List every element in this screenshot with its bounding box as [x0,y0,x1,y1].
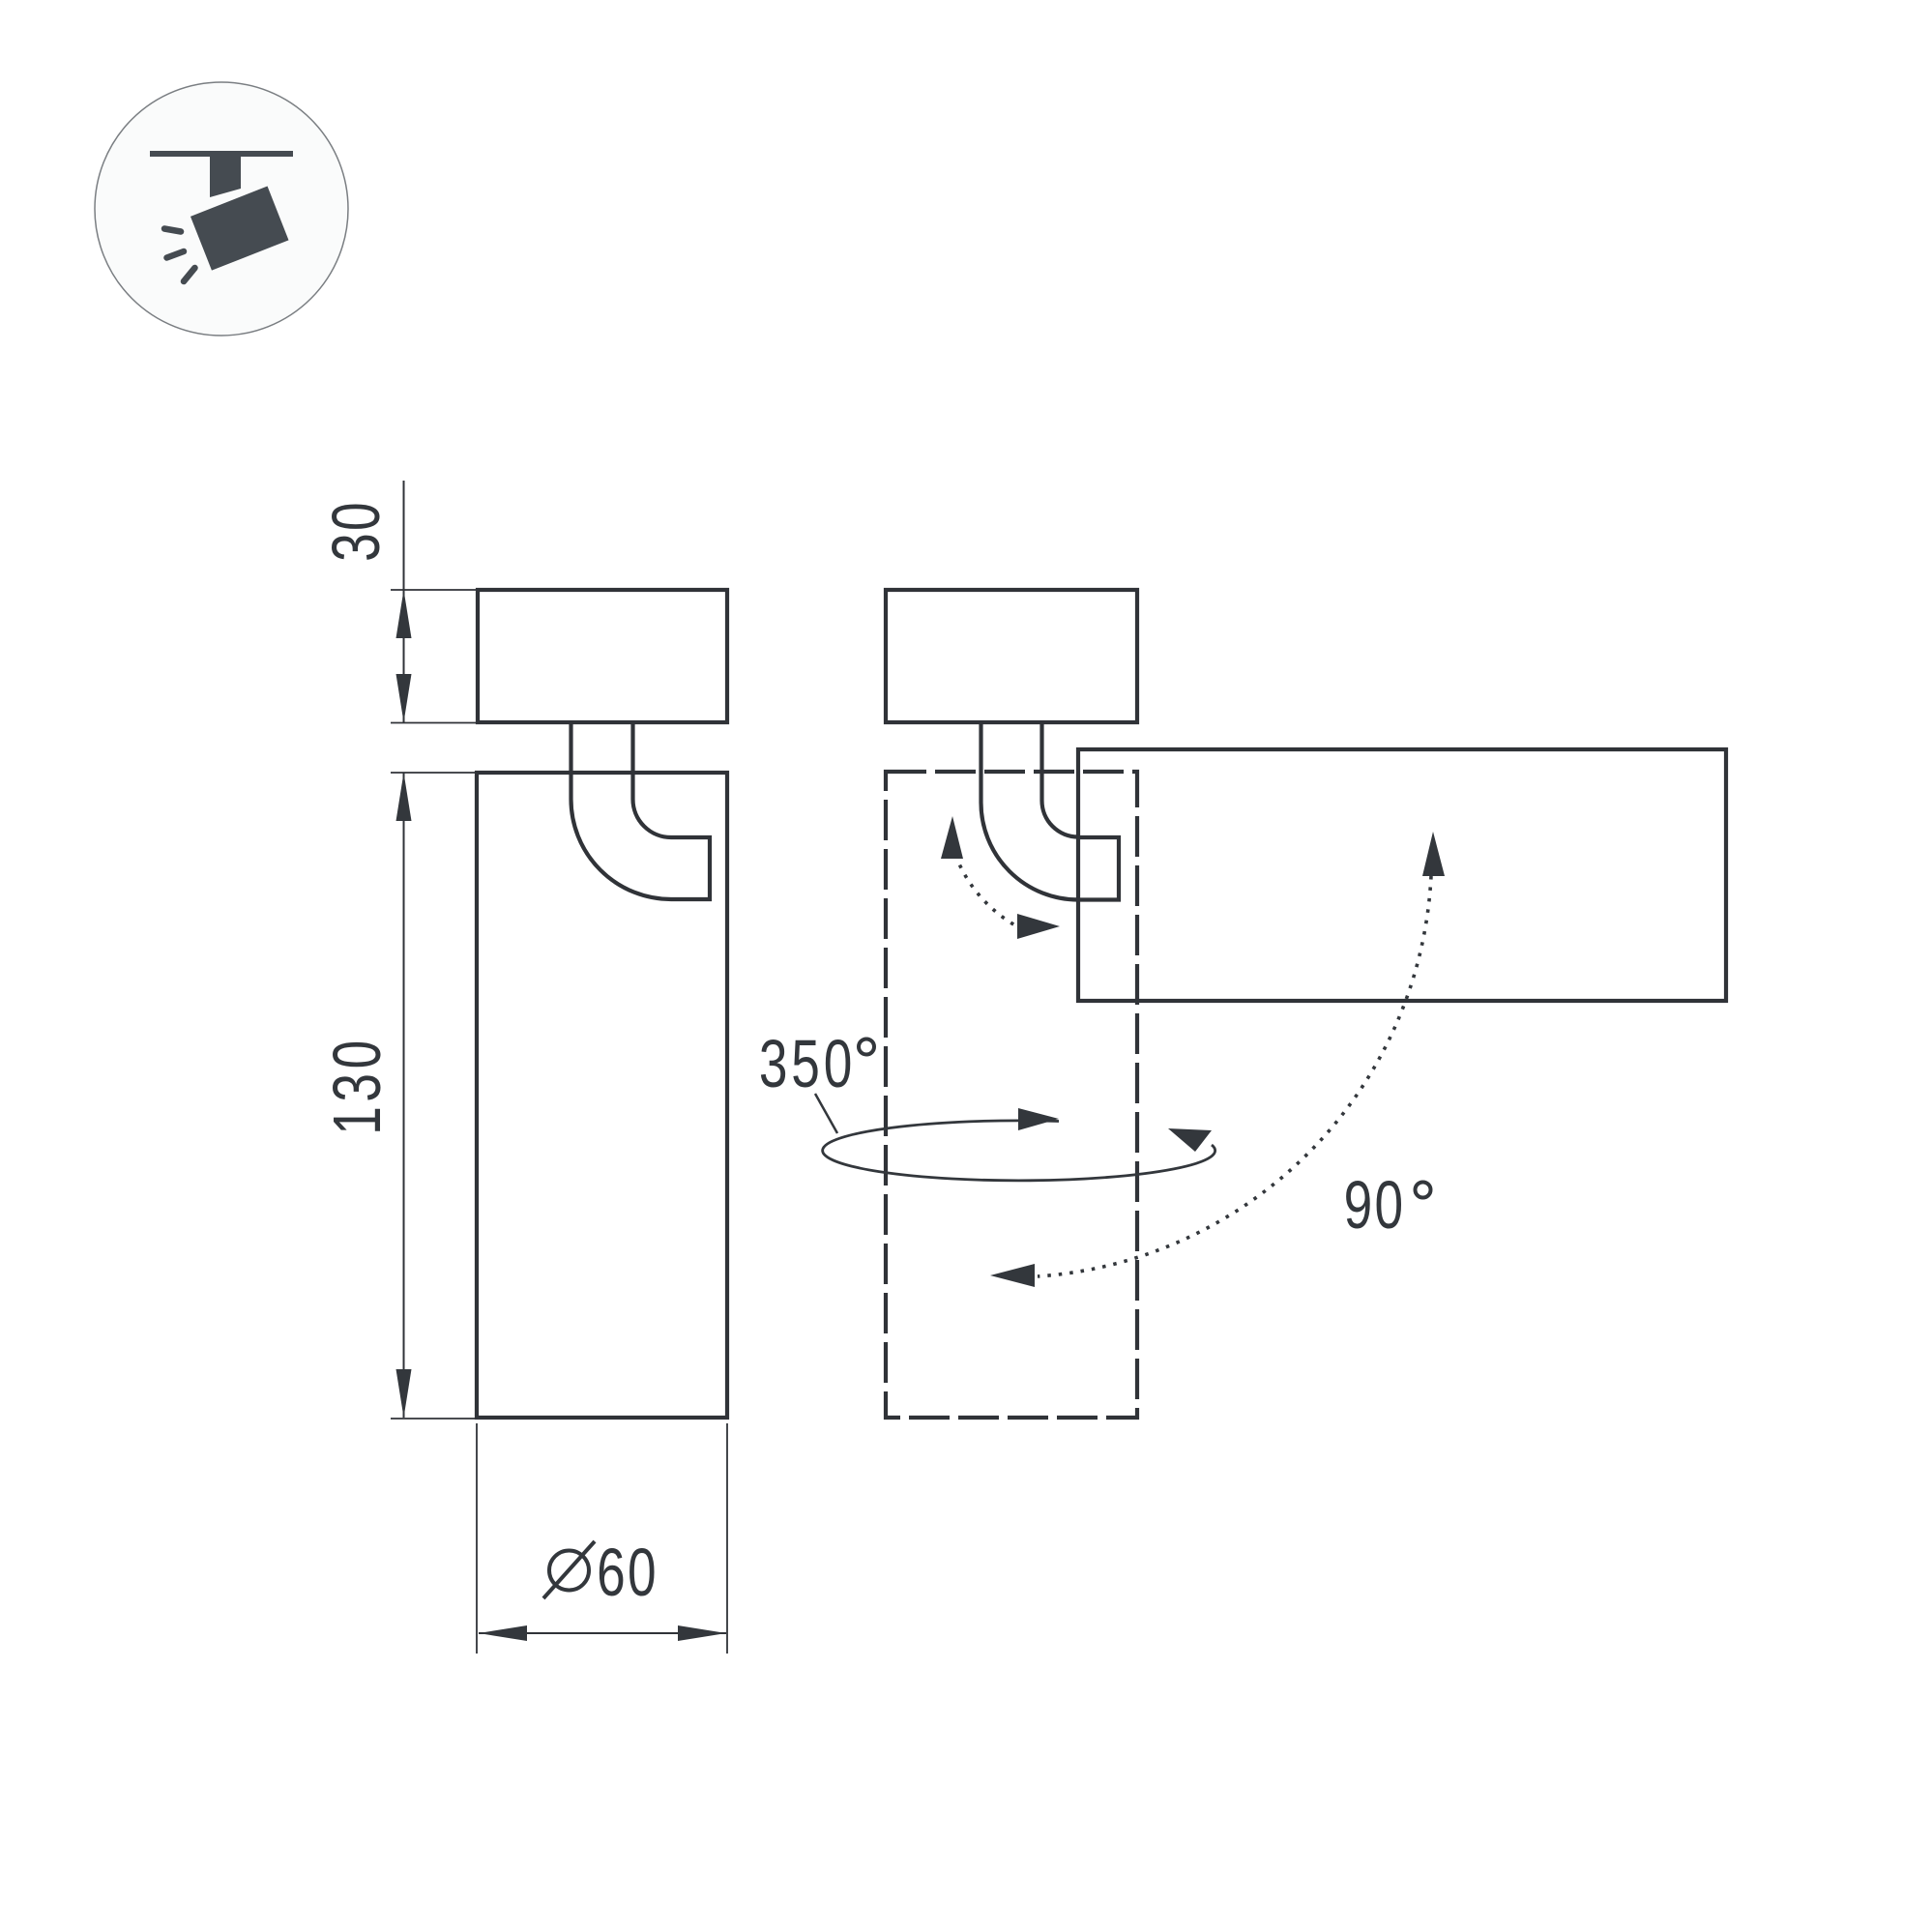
svg-text:90: 90 [1344,1168,1406,1244]
svg-text:30: 30 [319,500,395,562]
svg-text:60: 60 [597,1536,659,1611]
svg-text:350: 350 [759,1027,856,1102]
svg-text:130: 130 [320,1036,395,1134]
